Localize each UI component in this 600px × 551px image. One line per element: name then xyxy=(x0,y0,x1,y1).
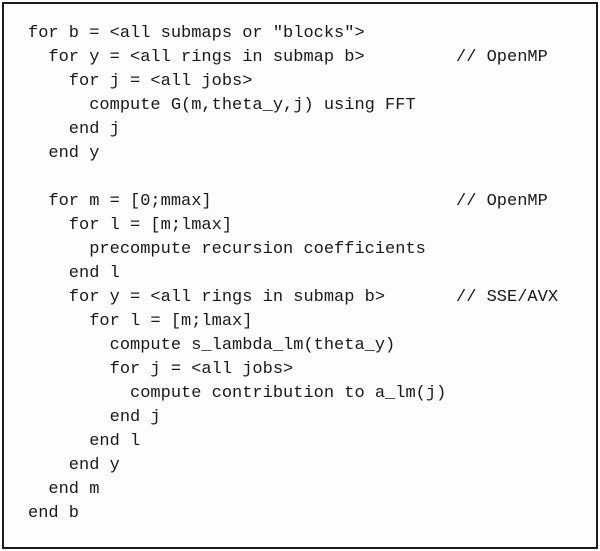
code-line-blank xyxy=(28,166,596,190)
code-text: end l xyxy=(28,432,141,451)
code-line: end l xyxy=(28,262,596,286)
code-text: for y = <all rings in submap b> xyxy=(28,48,365,67)
code-text: precompute recursion coefficients xyxy=(28,240,426,259)
code-line: precompute recursion coefficients xyxy=(28,238,596,262)
code-line: for b = <all submaps or "blocks"> xyxy=(28,22,596,46)
code-text: end j xyxy=(28,408,161,427)
code-line: compute contribution to a_lm(j) xyxy=(28,382,596,406)
code-text: end b xyxy=(28,504,80,523)
code-text: end l xyxy=(28,264,120,283)
code-line: for m = [0;mmax] // OpenMP xyxy=(28,190,596,214)
code-text: for b = <all submaps or "blocks"> xyxy=(28,24,365,43)
code-line: compute s_lambda_lm(theta_y) xyxy=(28,334,596,358)
code-line: end y xyxy=(28,142,596,166)
code-line: compute G(m,theta_y,j) using FFT xyxy=(28,94,596,118)
code-line: end b xyxy=(28,502,596,526)
code-line: for j = <all jobs> xyxy=(28,70,596,94)
inline-comment: // OpenMP xyxy=(456,192,548,211)
code-line: for j = <all jobs> xyxy=(28,358,596,382)
code-text: compute contribution to a_lm(j) xyxy=(28,384,447,403)
code-text: compute G(m,theta_y,j) using FFT xyxy=(28,96,416,115)
code-line: end y xyxy=(28,454,596,478)
code-line: end m xyxy=(28,478,596,502)
code-text: end j xyxy=(28,120,120,139)
inline-comment: // OpenMP xyxy=(456,48,548,67)
code-text: for y = <all rings in submap b> xyxy=(28,288,386,307)
code-line: for l = [m;lmax] xyxy=(28,310,596,334)
code-text: compute s_lambda_lm(theta_y) xyxy=(28,336,396,355)
code-text: end y xyxy=(28,456,120,475)
code-text: for j = <all jobs> xyxy=(28,72,253,91)
code-text: for m = [0;mmax] xyxy=(28,192,212,211)
code-line: for y = <all rings in submap b> // OpenMP xyxy=(28,46,596,70)
code-text: for l = [m;lmax] xyxy=(28,312,253,331)
inline-comment: // SSE/AVX xyxy=(456,288,559,307)
code-text: for j = <all jobs> xyxy=(28,360,294,379)
code-line: end j xyxy=(28,118,596,142)
code-line: for y = <all rings in submap b> // SSE/AV… xyxy=(28,286,596,310)
code-line: for l = [m;lmax] xyxy=(28,214,596,238)
code-text: end y xyxy=(28,144,100,163)
code-text: for l = [m;lmax] xyxy=(28,216,233,235)
code-line: end j xyxy=(28,406,596,430)
code-line: end l xyxy=(28,430,596,454)
code-text: end m xyxy=(28,480,100,499)
